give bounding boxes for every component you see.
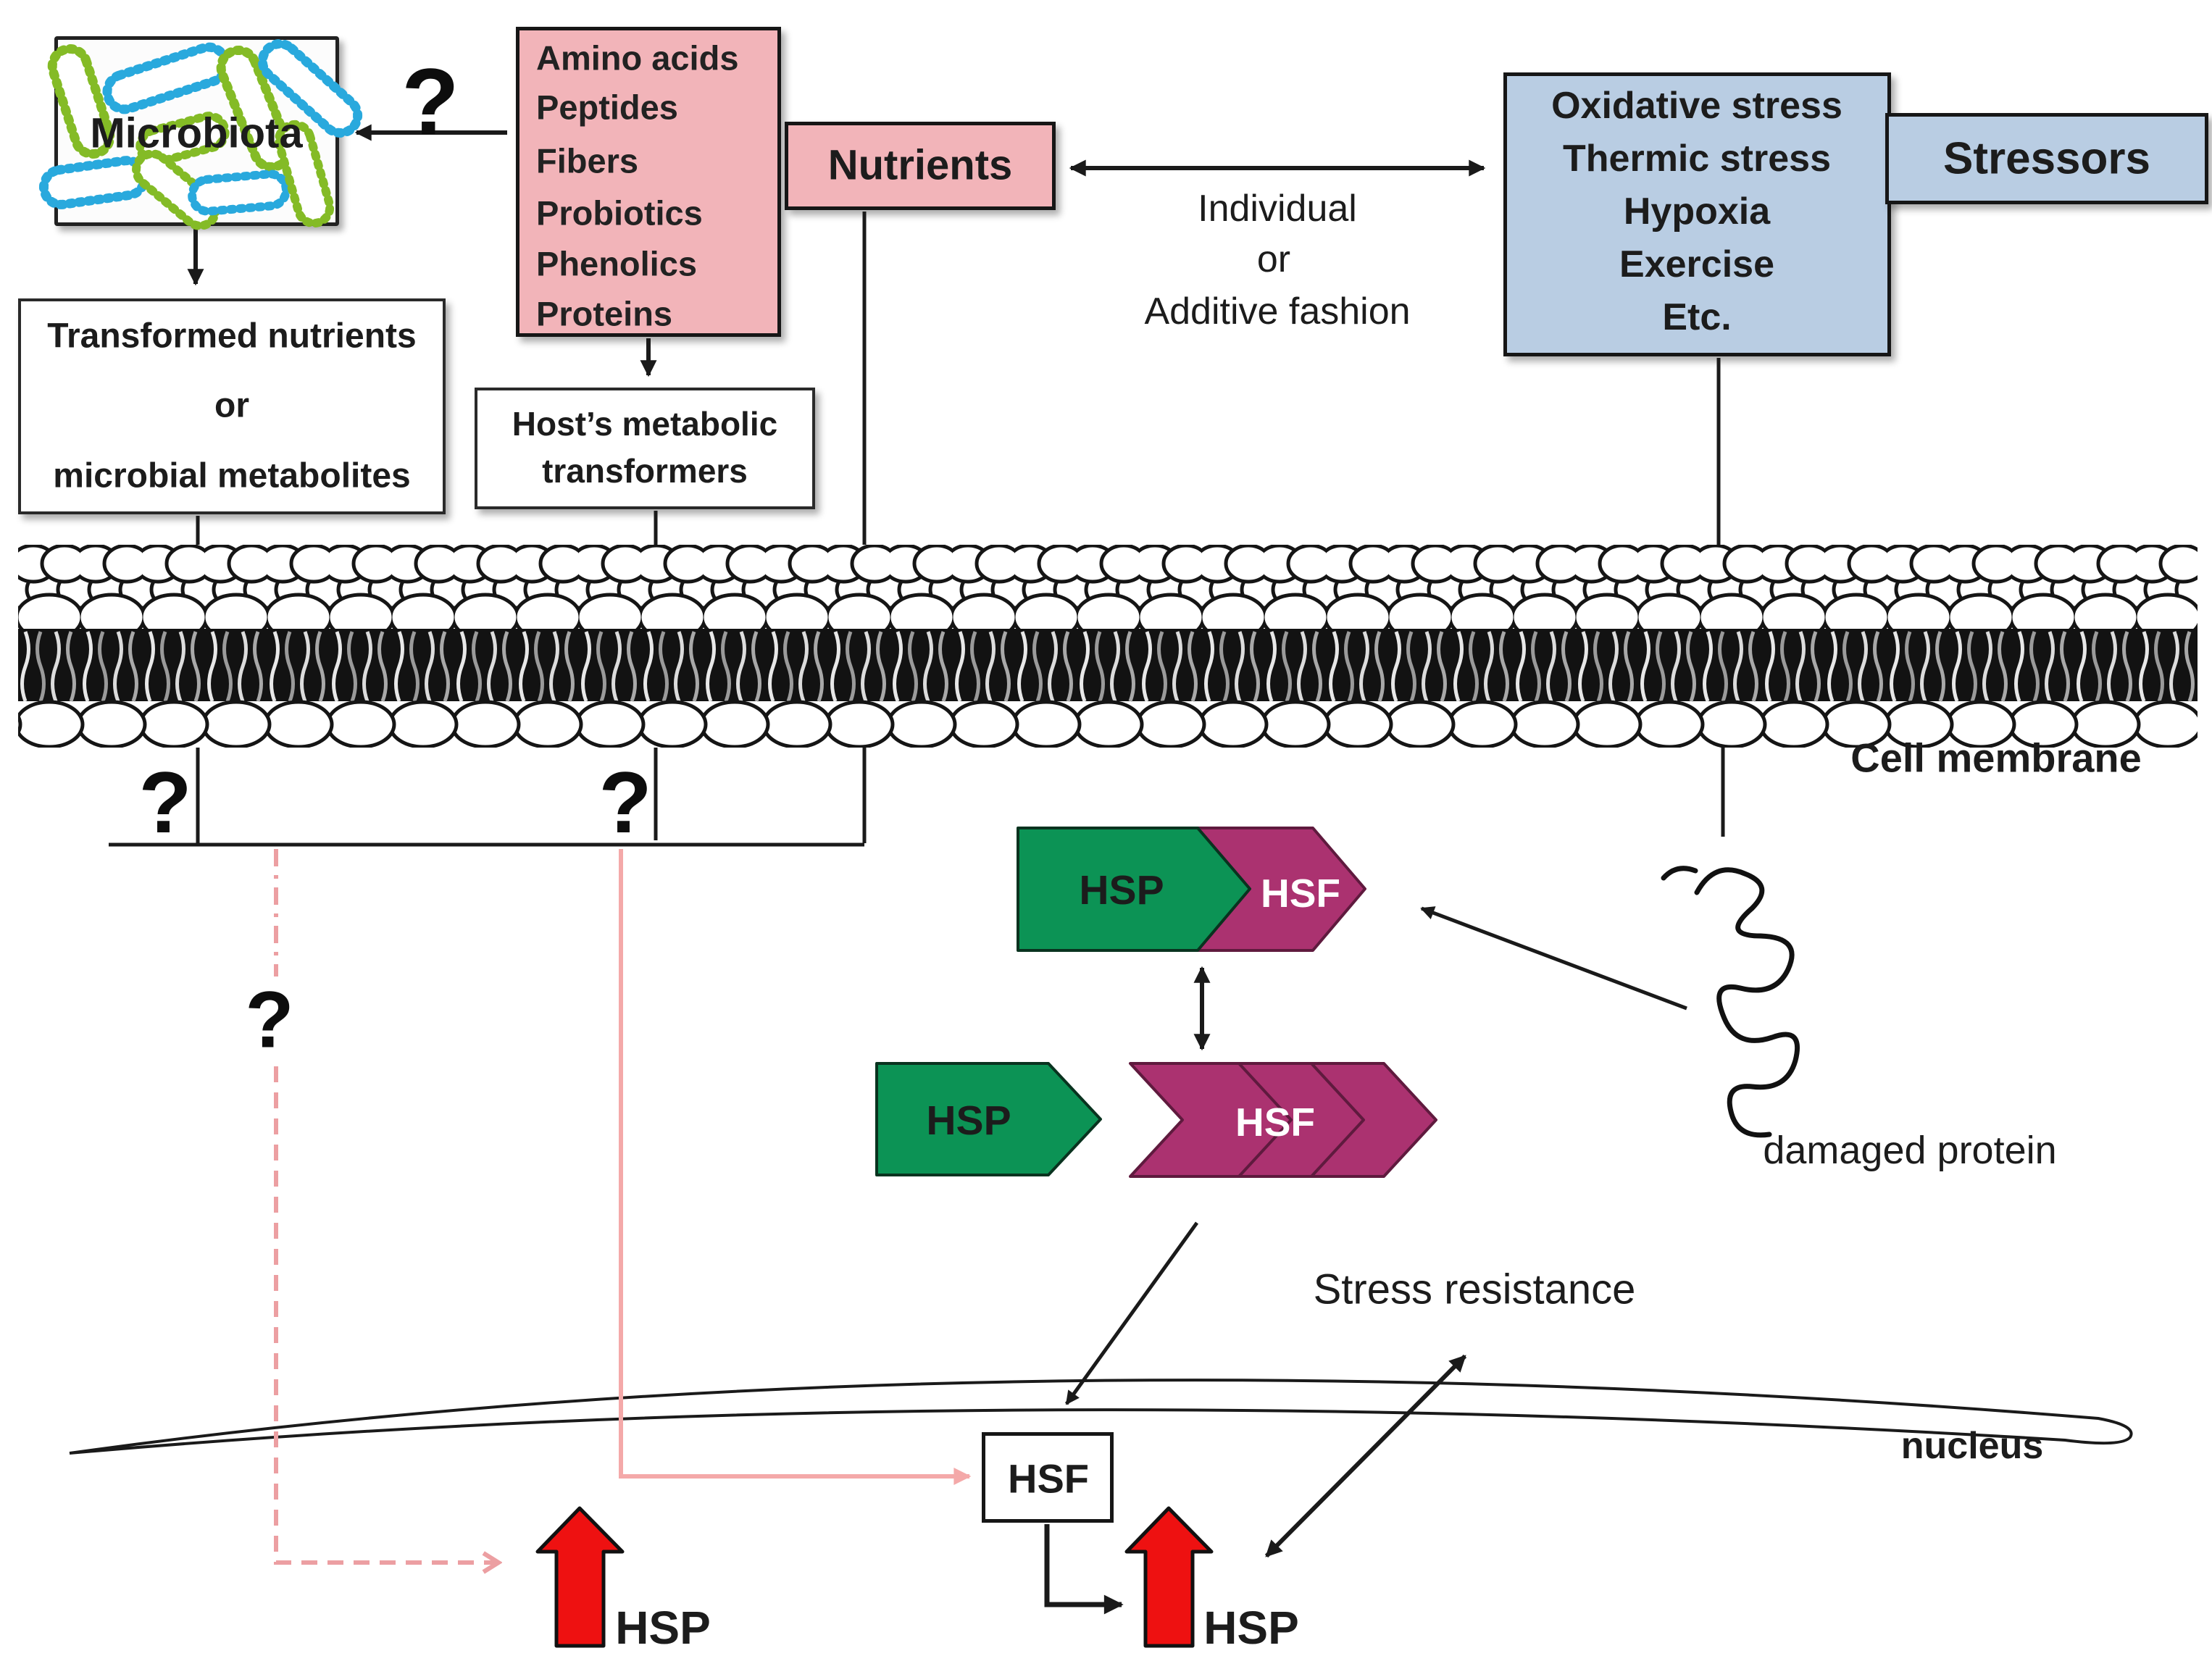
stressor-item: Oxidative stress bbox=[1551, 85, 1842, 127]
stressors-label-box bbox=[1885, 113, 2208, 204]
host-transformers-box bbox=[475, 388, 815, 509]
arrow-damaged-to-complex bbox=[1420, 906, 1687, 1011]
question-mark-mid: ? bbox=[598, 754, 652, 851]
host-line1: Host’s metabolic bbox=[512, 405, 778, 443]
transformed-line3: microbial metabolites bbox=[53, 456, 411, 495]
red-up-arrow-left bbox=[535, 1506, 625, 1648]
interaction-line3: Additive fashion bbox=[1144, 290, 1411, 333]
nutrient-item: Amino acids bbox=[536, 38, 739, 78]
microbiota-label: Microbiota bbox=[90, 109, 303, 157]
nutrients-label-box bbox=[785, 122, 1056, 210]
pink-line-membrane-to-hsf bbox=[619, 849, 972, 1486]
question-mark-top: ? bbox=[401, 49, 459, 154]
hsp-right-label: HSP bbox=[1203, 1602, 1299, 1654]
stress-resistance-label: Stress resistance bbox=[1313, 1266, 1636, 1313]
interaction-line1: Individual bbox=[1198, 188, 1357, 230]
nutrient-item: Proteins bbox=[536, 294, 673, 333]
transformed-nutrients-box bbox=[18, 298, 446, 514]
cell-membrane-illustration bbox=[18, 545, 2198, 748]
stressor-item: Hypoxia bbox=[1623, 191, 1771, 233]
arrow-hsp-stress-resistance-double bbox=[1264, 1354, 1467, 1558]
interaction-line2: or bbox=[1256, 238, 1291, 280]
stressors-label: Stressors bbox=[1942, 133, 2151, 184]
complex-hsp-label: HSP bbox=[1079, 867, 1164, 913]
stressor-item: Exercise bbox=[1619, 243, 1774, 285]
damaged-protein-body bbox=[1694, 867, 1800, 1138]
nutrient-item: Fibers bbox=[536, 141, 639, 180]
free-hsp-label: HSP bbox=[926, 1097, 1011, 1144]
transformed-line2: or bbox=[214, 386, 249, 425]
pink-dashed-line-to-hsp bbox=[274, 1066, 498, 1563]
stressor-item: Etc. bbox=[1662, 296, 1732, 338]
nucleus-label: nucleus bbox=[1900, 1425, 2044, 1467]
complex-hsf-label: HSF bbox=[1261, 871, 1340, 916]
question-mark-left: ? bbox=[138, 754, 192, 851]
nutrient-item: Peptides bbox=[536, 88, 678, 127]
red-up-arrow-right bbox=[1124, 1506, 1214, 1648]
nutrient-sources-box bbox=[516, 27, 781, 337]
cell-membrane-label: Cell membrane bbox=[1850, 735, 2142, 781]
damaged-protein-label: damaged protein bbox=[1763, 1129, 2057, 1172]
hsp-left-label: HSP bbox=[615, 1602, 711, 1654]
arrow-hsf-box-to-hsp bbox=[1044, 1524, 1124, 1615]
host-line2: transformers bbox=[542, 452, 748, 490]
question-mark-dashed: ? bbox=[245, 975, 294, 1065]
trimer-hsf-label: HSF bbox=[1235, 1100, 1315, 1145]
stressor-item: Thermic stress bbox=[1563, 138, 1831, 180]
hsf-box-label: HSF bbox=[1008, 1455, 1089, 1502]
nutrient-item: Probiotics bbox=[536, 193, 703, 233]
damaged-protein-fragment bbox=[1661, 866, 1698, 881]
damaged-protein-illustration bbox=[1661, 866, 1800, 1138]
nutrients-label: Nutrients bbox=[827, 141, 1013, 189]
arrow-trimer-to-hsf-box bbox=[1064, 1221, 1199, 1405]
nutrient-item: Phenolics bbox=[536, 244, 698, 283]
stressor-types-box bbox=[1503, 72, 1891, 356]
transformed-line1: Transformed nutrients bbox=[47, 317, 417, 356]
